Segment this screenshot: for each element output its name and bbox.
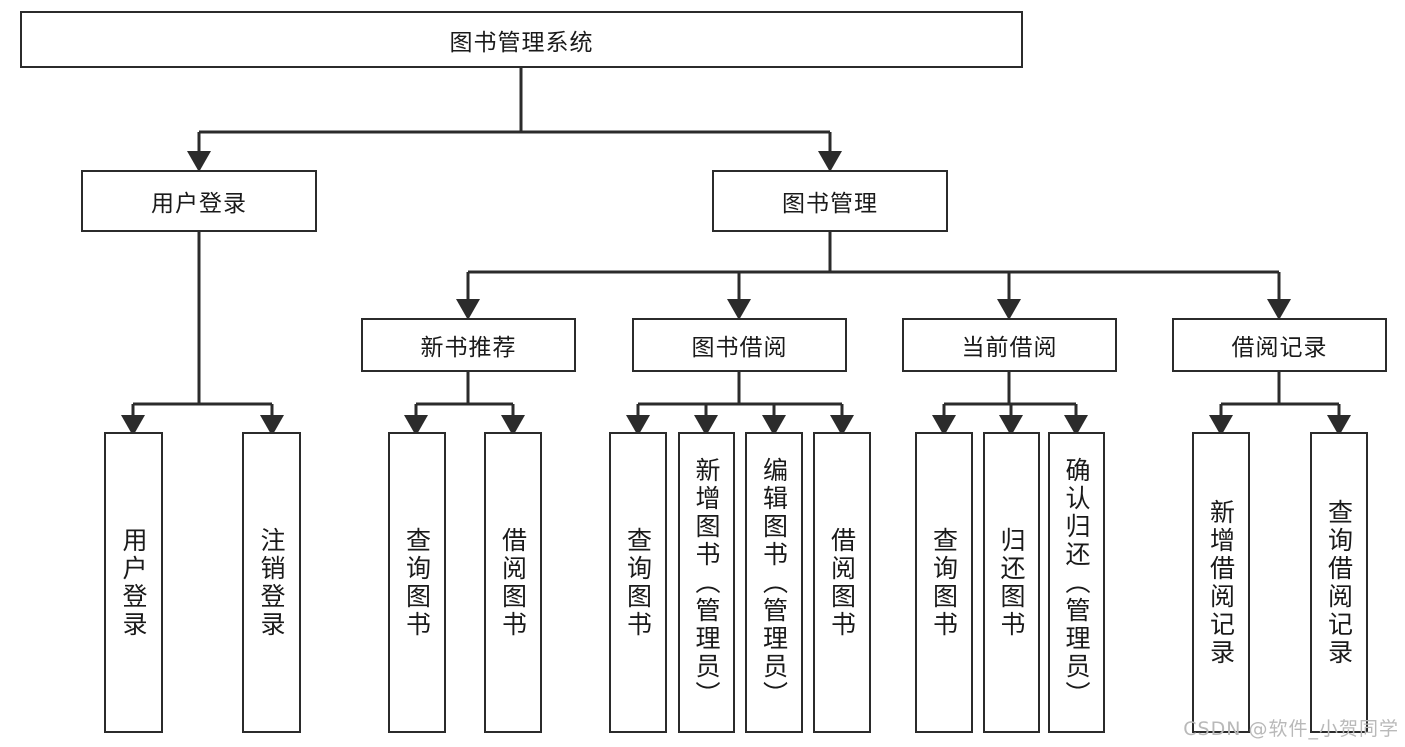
leaf-new-book-borrow-book[interactable]: 借阅图书	[484, 432, 542, 733]
leaf-user-login-login[interactable]: 用户登录	[104, 432, 163, 733]
node-book-borrow[interactable]: 图书借阅	[632, 318, 847, 372]
node-user-login[interactable]: 用户登录	[81, 170, 317, 232]
node-label: 图书管理系统	[449, 29, 594, 56]
node-label: 确认归还（管理员）	[1062, 456, 1091, 709]
node-label: 借阅记录	[1231, 335, 1328, 361]
node-label: 用户登录	[151, 191, 247, 217]
node-label: 用户登录	[119, 526, 148, 639]
leaf-new-book-query-book[interactable]: 查询图书	[388, 432, 446, 733]
node-label: 图书管理	[782, 191, 878, 217]
node-new-book-recommend[interactable]: 新书推荐	[361, 318, 576, 372]
leaf-book-borrow-query-book[interactable]: 查询图书	[609, 432, 667, 733]
leaf-book-borrow-add-book-admin[interactable]: 新增图书（管理员）	[678, 432, 735, 733]
node-borrow-record[interactable]: 借阅记录	[1172, 318, 1387, 372]
node-label: 查询图书	[402, 526, 432, 639]
node-label: 图书借阅	[691, 335, 788, 361]
node-label: 新增借阅记录	[1206, 498, 1236, 667]
leaf-current-borrow-return-book[interactable]: 归还图书	[983, 432, 1040, 733]
node-label: 查询借阅记录	[1324, 498, 1354, 667]
leaf-user-login-logout[interactable]: 注销登录	[242, 432, 301, 733]
leaf-borrow-record-query-record[interactable]: 查询借阅记录	[1310, 432, 1368, 733]
node-book-management[interactable]: 图书管理	[712, 170, 948, 232]
node-label: 查询图书	[623, 526, 653, 639]
node-label: 查询图书	[929, 526, 959, 639]
watermark: CSDN @软件_小贺同学	[1183, 718, 1399, 740]
node-label: 借阅图书	[827, 526, 857, 639]
node-label: 归还图书	[997, 526, 1026, 639]
node-label: 编辑图书（管理员）	[759, 456, 789, 709]
node-label: 借阅图书	[498, 526, 528, 639]
leaf-borrow-record-add-record[interactable]: 新增借阅记录	[1192, 432, 1250, 733]
leaf-book-borrow-borrow-book[interactable]: 借阅图书	[813, 432, 871, 733]
leaf-current-borrow-query-book[interactable]: 查询图书	[915, 432, 973, 733]
node-label: 注销登录	[257, 526, 286, 639]
node-root-book-management-system[interactable]: 图书管理系统	[20, 11, 1023, 68]
leaf-book-borrow-edit-book-admin[interactable]: 编辑图书（管理员）	[745, 432, 803, 733]
node-label: 当前借阅	[961, 335, 1058, 361]
node-current-borrow[interactable]: 当前借阅	[902, 318, 1117, 372]
node-label: 新书推荐	[420, 335, 517, 361]
node-label: 新增图书（管理员）	[692, 456, 721, 709]
leaf-current-borrow-confirm-return-admin[interactable]: 确认归还（管理员）	[1048, 432, 1105, 733]
